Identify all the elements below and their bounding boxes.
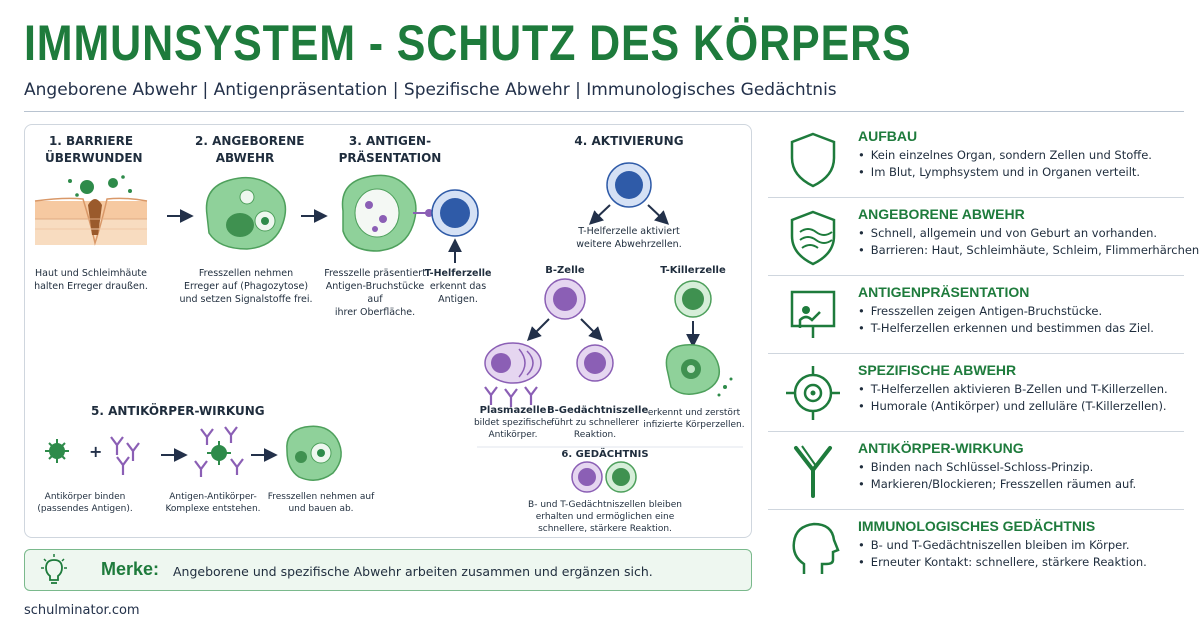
antigen-presenting-cell-illustration	[341, 174, 433, 252]
merke-label: Merke:	[101, 559, 160, 579]
side-title: ANGEBORENE ABWEHR	[858, 206, 1025, 222]
side-divider	[768, 509, 1184, 510]
side-card-spezifische-abwehr: SPEZIFISCHE ABWEHR T-Helferzellen aktivi…	[768, 354, 1184, 432]
antibody-icon	[110, 436, 140, 475]
side-title: ANTIGENPRÄSENTATION	[858, 284, 1030, 300]
t-helper-activation-illustration	[606, 162, 652, 208]
side-divider	[768, 353, 1184, 354]
lightbulb-icon	[41, 554, 67, 584]
memory-cells-illustration	[571, 461, 637, 493]
side-bullet: B- und T-Gedächtniszellen bleiben im Kör…	[858, 537, 1147, 554]
antibody-bind-description: Antikörper binden(passendes Antigen).	[37, 492, 133, 514]
side-bullet: Barrieren: Haut, Schleimhäute, Schleim, …	[858, 242, 1200, 259]
t-killer-cell-label: T-Killerzelle	[660, 265, 726, 276]
page-title: IMMUNSYSTEM - SCHUTZ DES KÖRPERS	[24, 15, 912, 71]
side-title: ANTIKÖRPER-WIRKUNG	[858, 440, 1024, 456]
side-bullet: Erneuter Kontakt: schnellere, stärkere R…	[858, 554, 1147, 571]
pathogen-icon	[108, 178, 118, 188]
side-bullet: Humorale (Antikörper) und zelluläre (T-K…	[858, 398, 1168, 415]
side-card-angeborene-abwehr: ANGEBORENE ABWEHR Schnell, allgemein und…	[768, 198, 1200, 276]
b-memory-cell-label: B-Gedächtniszelle	[547, 405, 649, 416]
step-5-title: 5. ANTIKÖRPER-WIRKUNG	[91, 404, 265, 418]
side-bullets: B- und T-Gedächtniszellen bleiben im Kör…	[858, 537, 1147, 571]
side-bullet: T-Helferzellen aktivieren B-Zellen und T…	[858, 381, 1168, 398]
antigen-antibody-complex-illustration	[194, 426, 244, 477]
side-divider	[768, 275, 1184, 276]
b-cell-illustration	[544, 278, 586, 320]
side-title: SPEZIFISCHE ABWEHR	[858, 362, 1017, 378]
plasma-cell-illustration	[484, 342, 542, 407]
plasma-cell-label: Plasmazelle	[479, 405, 547, 416]
side-bullet: Im Blut, Lymphsystem und in Organen vert…	[858, 164, 1152, 181]
side-divider	[768, 431, 1184, 432]
step-4-title: 4. AKTIVIERUNG	[574, 134, 684, 148]
side-bullets: Fresszellen zeigen Antigen-Bruchstücke. …	[858, 303, 1154, 337]
target-icon	[786, 366, 840, 420]
antibody-icon	[484, 386, 538, 407]
side-card-aufbau: AUFBAU Kein einzelnes Organ, sondern Zel…	[768, 120, 1184, 198]
side-bullets: Schnell, allgemein und von Geburt an vor…	[858, 225, 1200, 259]
b-cell-label: B-Zelle	[545, 265, 585, 276]
t-killer-cell-illustration	[674, 280, 712, 318]
pathogen-icon	[45, 439, 69, 463]
side-card-antigenpraesentation: ANTIGENPRÄSENTATION Fresszellen zeigen A…	[768, 276, 1184, 354]
phagocyte-digesting-illustration	[286, 425, 342, 481]
presentation-icon	[790, 290, 836, 338]
side-bullet: Markieren/Blockieren; Fresszellen räumen…	[858, 476, 1136, 493]
skin-barrier-illustration	[34, 175, 148, 246]
head-icon	[792, 522, 840, 574]
t-helper-cell-illustration	[431, 189, 479, 237]
page-subtitle: Angeborene Abwehr | Antigenpräsentation …	[24, 80, 837, 100]
side-bullet: Binden nach Schlüssel-Schloss-Prinzip.	[858, 459, 1136, 476]
side-bullet: T-Helferzellen erkennen und bestimmen da…	[858, 320, 1154, 337]
side-card-antikoerper-wirkung: ANTIKÖRPER-WIRKUNG Binden nach Schlüssel…	[768, 432, 1184, 510]
step-6-title: 6. GEDÄCHTNIS	[561, 449, 649, 460]
footer-url: schulminator.com	[24, 603, 140, 618]
side-bullets: Kein einzelnes Organ, sondern Zellen und…	[858, 147, 1152, 181]
svg-text:+: +	[89, 442, 102, 461]
b-memory-cell-illustration	[576, 344, 614, 382]
side-bullet: Schnell, allgemein und von Geburt an vor…	[858, 225, 1200, 242]
phagocyte-illustration	[205, 176, 287, 250]
side-title: IMMUNOLOGISCHES GEDÄCHTNIS	[858, 518, 1096, 534]
side-divider	[768, 197, 1184, 198]
merke-box: Merke: Angeborene und spezifische Abwehr…	[24, 549, 752, 591]
side-card-immunologisches-gedaechtnis: IMMUNOLOGISCHES GEDÄCHTNIS B- und T-Gedä…	[768, 510, 1184, 580]
side-bullet: Fresszellen zeigen Antigen-Bruchstücke.	[858, 303, 1154, 320]
header-divider	[24, 111, 1184, 112]
side-title: AUFBAU	[858, 128, 918, 144]
side-bullets: T-Helferzellen aktivieren B-Zellen und T…	[858, 381, 1168, 415]
shield-waves-icon	[790, 210, 836, 266]
merke-text: Angeborene und spezifische Abwehr arbeit…	[173, 564, 653, 579]
step-3-title: 3. ANTIGEN-PRÄSENTATION	[338, 134, 442, 165]
shield-icon	[790, 132, 836, 188]
antibody-icon	[794, 445, 832, 498]
side-bullets: Binden nach Schlüssel-Schloss-Prinzip. M…	[858, 459, 1136, 493]
flow-illustration: +	[34, 162, 743, 493]
side-bullet: Kein einzelnes Organ, sondern Zellen und…	[858, 147, 1152, 164]
complex-description: Antigen-Antikörper-Komplexe entstehen.	[165, 492, 261, 514]
pathogen-icon	[80, 180, 94, 194]
infected-cell-illustration	[665, 344, 733, 397]
